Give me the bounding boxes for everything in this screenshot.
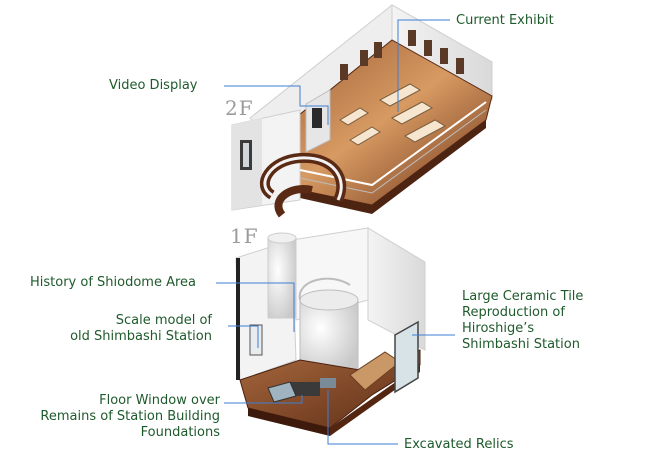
floor-label-2f: 2F bbox=[225, 96, 254, 120]
leader-scale-model bbox=[228, 325, 259, 348]
label-scale-model-line1: Scale model of bbox=[115, 313, 212, 328]
label-history: History of Shiodome Area bbox=[30, 275, 197, 290]
label-tile-line2: Reproduction of bbox=[462, 305, 565, 320]
leader-video-display bbox=[224, 85, 329, 125]
second-floor-model bbox=[231, 4, 493, 218]
leader-current-exhibit bbox=[397, 19, 450, 112]
label-floor-window: Floor Window over Remains of Station Bui… bbox=[0, 393, 220, 441]
label-scale-model-line2: old Shimbashi Station bbox=[70, 329, 212, 344]
leader-lines bbox=[216, 19, 455, 445]
label-video-display: Video Display bbox=[109, 78, 198, 93]
label-floor-window-line1: Floor Window over bbox=[99, 393, 220, 408]
label-floor-window-line2: Remains of Station Building bbox=[40, 409, 220, 424]
label-tile-line4: Shimbashi Station bbox=[462, 337, 580, 352]
label-tile-line1: Large Ceramic Tile bbox=[462, 289, 584, 304]
leader-history bbox=[216, 282, 295, 332]
label-floor-window-line3: Foundations bbox=[140, 425, 220, 440]
label-ceramic-tile: Large Ceramic Tile Reproduction of Hiros… bbox=[462, 289, 583, 353]
floor-label-1f: 1F bbox=[230, 224, 259, 248]
label-tile-line3: Hiroshige’s bbox=[462, 321, 535, 336]
leader-relics bbox=[327, 390, 398, 445]
label-current-exhibit: Current Exhibit bbox=[456, 13, 554, 28]
label-scale-model: Scale model of old Shimbashi Station bbox=[40, 313, 212, 345]
leader-floor-window bbox=[224, 395, 303, 404]
label-excavated-relics: Excavated Relics bbox=[404, 437, 514, 452]
first-floor-model bbox=[235, 227, 426, 436]
